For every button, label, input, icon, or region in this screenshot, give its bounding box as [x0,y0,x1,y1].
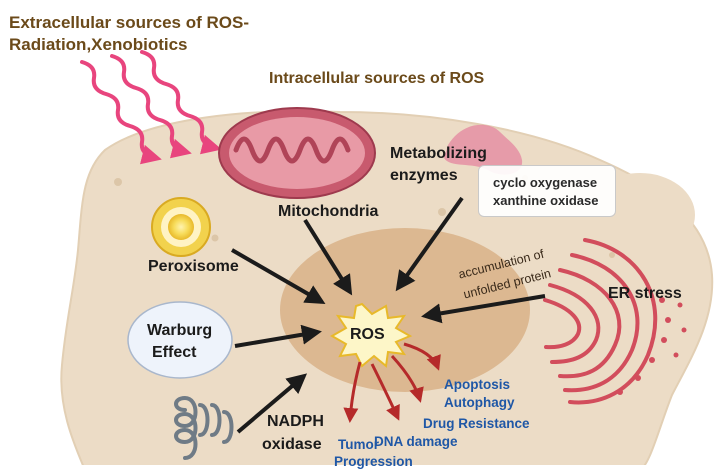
nucleus [280,228,530,392]
intracellular-title: Intracellular sources of ROS [269,70,485,87]
enzymes-box: cyclo oxygenase xanthine oxidase [478,165,616,217]
vesicle [609,252,615,258]
arrow-ros-to-apoptosis [403,342,441,371]
arrow-peroxisome-to-ros [230,248,326,305]
peroxisome-label: Peroxisome [148,258,239,275]
ros-burst [329,302,413,368]
nadph-label-line2: oxidase [262,436,322,453]
radiation-wave-1 [80,60,162,165]
arrow-ros-to-drug [390,354,424,403]
warburg-label-line2: Effect [152,344,197,361]
enzyme-xanthine-oxidase: xanthine oxidase [493,193,599,208]
vesicle [438,208,446,216]
ros-label: ROS [350,326,385,343]
nadph-label-line1: NADPH [267,413,324,430]
er-ribosomes [617,297,687,395]
radiation-wave-3 [140,50,222,155]
mitochondria-organelle [218,107,376,199]
outcome-tumor-line2: Progression [334,454,413,469]
vesicle [114,178,122,186]
extracellular-subtitle: Radiation,Xenobiotics [9,35,188,54]
arrow-nadph-to-ros [236,373,308,434]
radiation-waves [80,50,222,165]
vesicle [211,234,219,242]
arrow-warburg-to-ros [234,324,322,348]
extracellular-title: Extracellular sources of ROS- [9,13,249,32]
peroxisome-organelle [151,197,211,257]
er-stress-label: ER stress [608,285,682,302]
radiation-wave-2 [110,54,192,159]
outcome-dna-damage: DNA damage [374,434,458,449]
enzyme-cyclo-oxygenase: cyclo oxygenase [493,175,598,190]
outcome-autophagy: Autophagy [444,395,515,410]
metabolizing-enzyme-shape [444,124,523,175]
warburg-label-line1: Warburg [147,322,213,339]
outcome-tumor-line1: Tumor [338,437,379,452]
arrow-ros-to-tumor [343,361,362,423]
arrow-ros-to-dna [370,363,400,421]
nadph-oxidase-coil [174,395,234,460]
warburg-bubble [127,301,233,379]
metabolizing-label-line2: enzymes [390,167,458,184]
er-organelle [543,238,658,405]
mitochondria-label: Mitochondria [278,203,379,220]
arrow-mitochondria-to-ros [303,218,353,296]
arrow-enzymes-to-ros [395,196,464,292]
metabolizing-label-line1: Metabolizing [390,145,487,162]
outcome-apoptosis: Apoptosis [444,377,510,392]
arrow-er-to-ros [421,294,546,324]
outcome-drug-resistance: Drug Resistance [423,416,530,431]
